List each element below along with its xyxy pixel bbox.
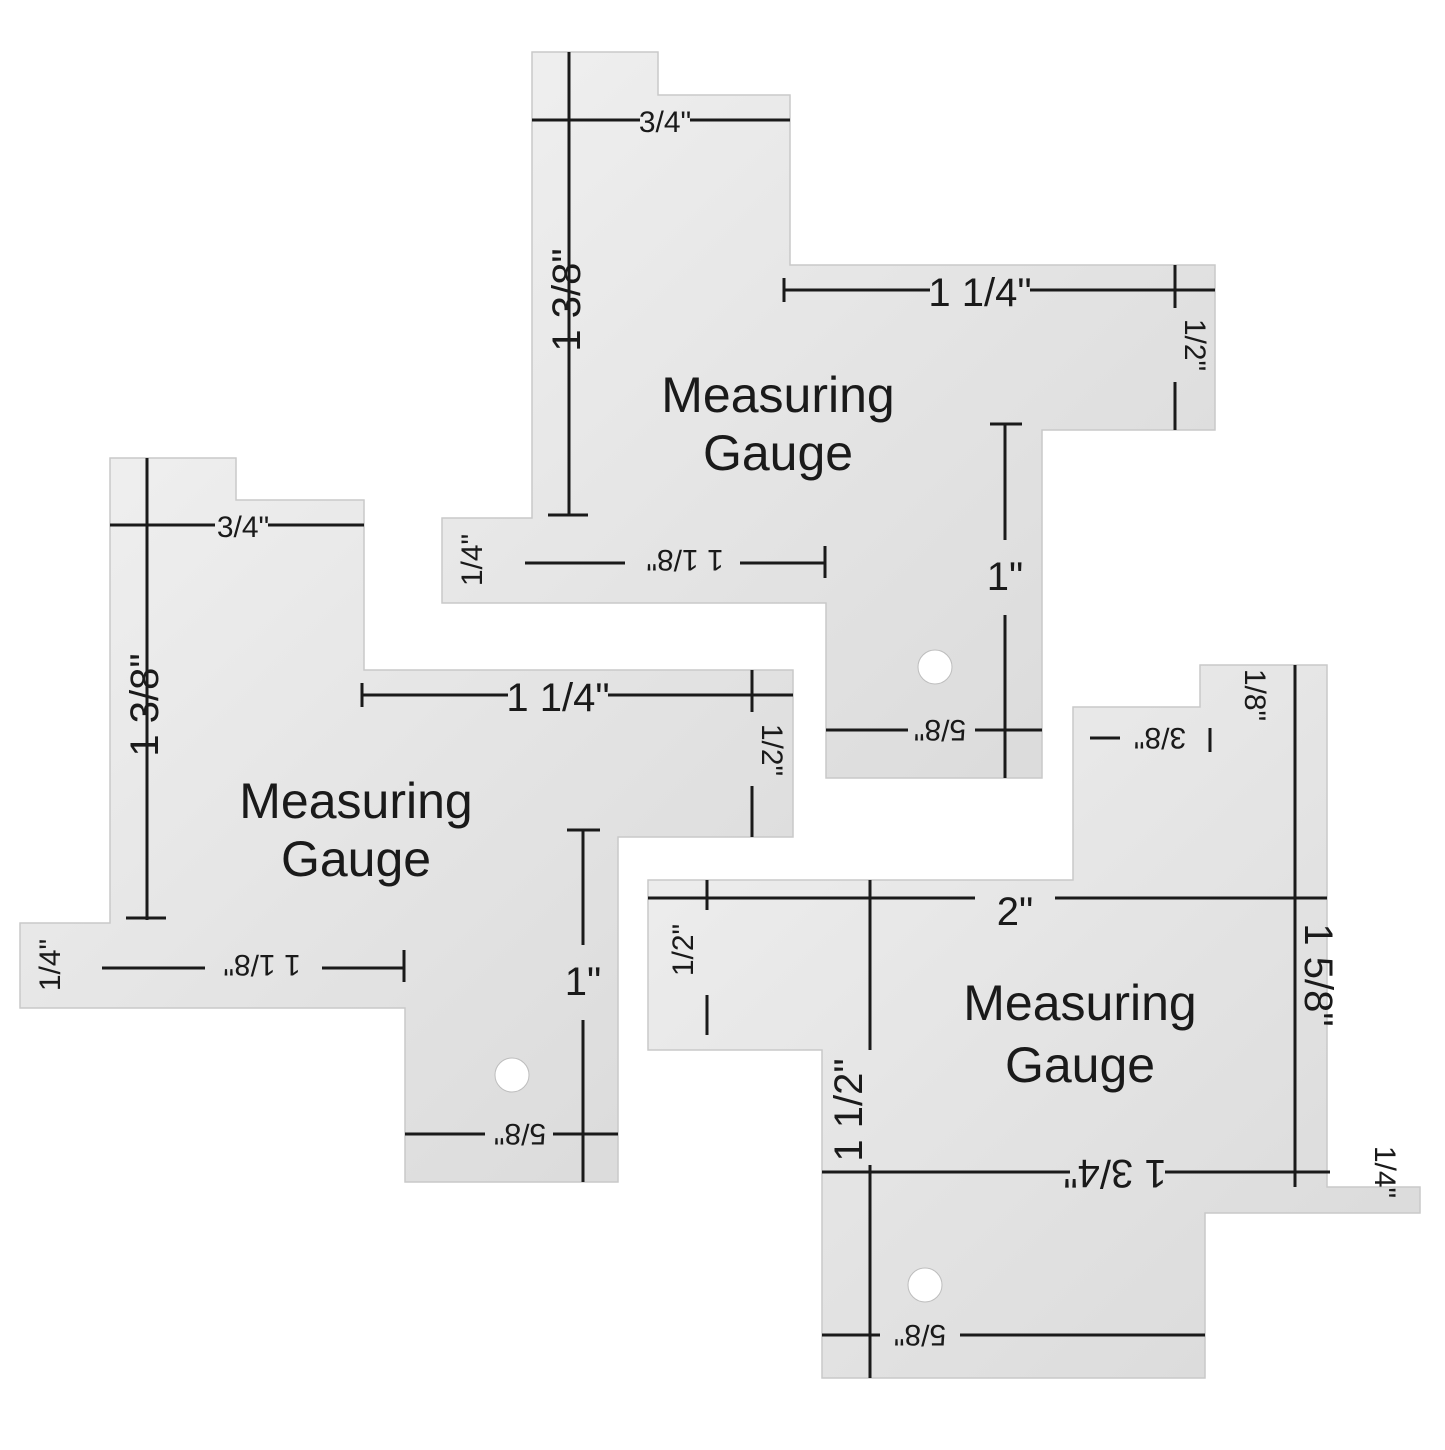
mark-one-quarter: 1/4" (456, 534, 489, 586)
mark-one-quarter-long: 1 1/4" (506, 676, 609, 720)
mark-three-eighths: 3/8" (1134, 721, 1186, 754)
mark-one-quarter: 1/4" (1368, 1146, 1401, 1198)
mark-one-three-eighths: 1 3/8" (123, 653, 167, 756)
mark-one-half: 1/2" (755, 724, 788, 776)
mark-one-three-quarter: 1 3/4" (1063, 1151, 1166, 1195)
mark-one-quarter: 1/4" (34, 939, 67, 991)
gauge-title-line2: Gauge (1005, 1037, 1155, 1093)
mark-one-half: 1/2" (667, 924, 700, 976)
mark-one-inch: 1" (565, 960, 601, 1004)
mark-one-quarter-long: 1 1/4" (928, 271, 1031, 315)
mark-five-eighths: 5/8" (914, 713, 966, 746)
measuring-gauge-top: Measuring Gauge 3/4" 1 3/8" 1 1/4" 1/2" … (441, 51, 1216, 779)
mark-two-inch: 2" (997, 890, 1033, 934)
gauge-title-line2: Gauge (703, 425, 853, 481)
gauge-title-line1: Measuring (239, 773, 472, 829)
hanging-hole (907, 1267, 943, 1303)
mark-five-eighths: 5/8" (894, 1318, 946, 1351)
mark-one-half: 1/2" (1178, 319, 1211, 371)
gauge-title-line1: Measuring (661, 367, 894, 423)
measuring-gauge-right: Measuring Gauge 2" 1/2" 3/8" 1/8" 1 5/8"… (647, 664, 1421, 1379)
mark-one-five-eighths: 1 5/8" (1296, 923, 1340, 1026)
mark-one-one-eighth: 1 1/8" (223, 948, 300, 981)
mark-one-one-eighth: 1 1/8" (646, 543, 723, 576)
mark-three-quarter: 3/4" (639, 106, 691, 139)
hanging-hole (494, 1057, 530, 1093)
gauge-title-line2: Gauge (281, 831, 431, 887)
mark-three-quarter: 3/4" (217, 511, 269, 544)
hanging-hole (917, 649, 953, 685)
mark-one-one-half: 1 1/2" (827, 1058, 871, 1161)
mark-one-three-eighths: 1 3/8" (545, 248, 589, 351)
mark-five-eighths: 5/8" (494, 1117, 546, 1150)
mark-one-eighth: 1/8" (1238, 669, 1271, 721)
mark-one-inch: 1" (987, 555, 1023, 599)
measuring-gauge-left: Measuring Gauge 3/4" 1 3/8" 1 1/4" 1/2" … (19, 457, 794, 1183)
gauge-title-line1: Measuring (963, 975, 1196, 1031)
